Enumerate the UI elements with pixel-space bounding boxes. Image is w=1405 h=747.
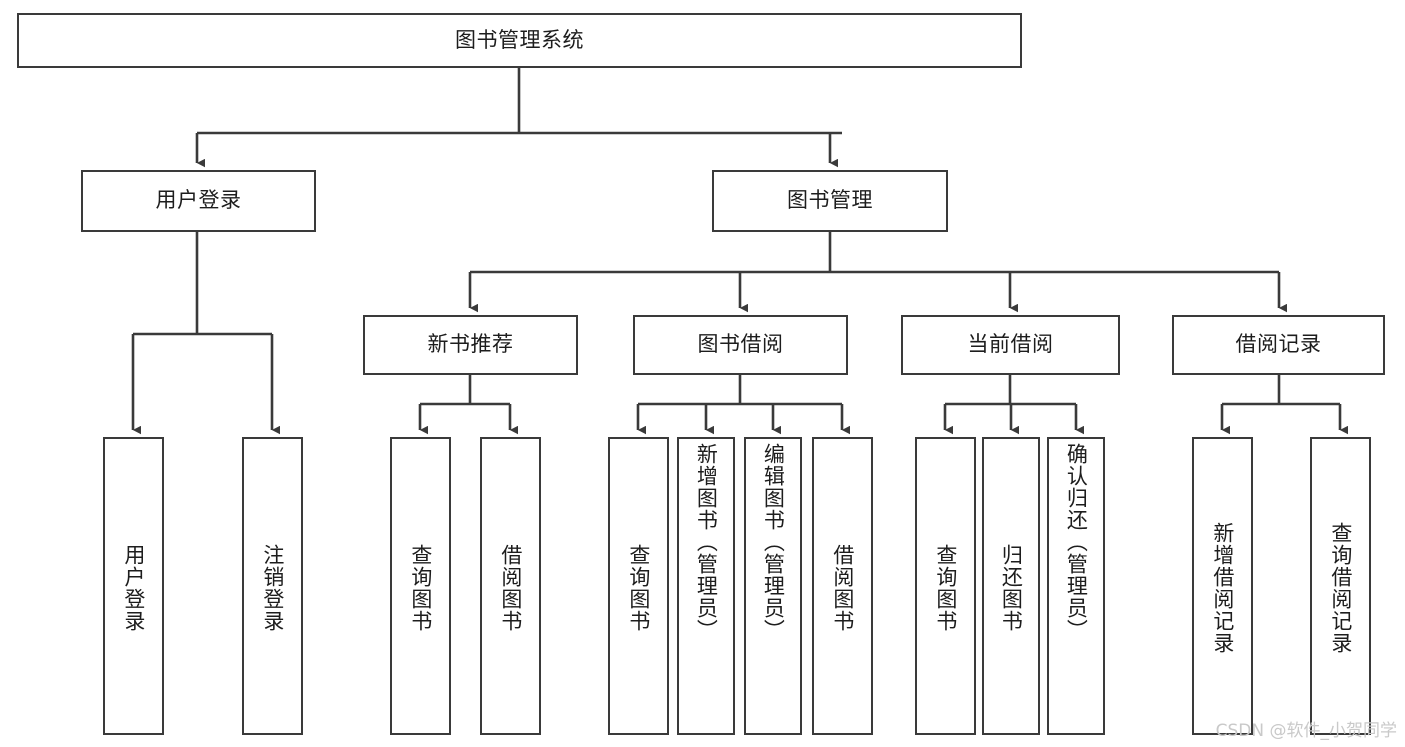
node-book-management[interactable]: 图书管理 [712, 170, 948, 232]
node-root-label: 图书管理系统 [455, 27, 584, 52]
node-root[interactable]: 图书管理系统 [17, 13, 1022, 68]
node-leaf-query-book-3-label: 查询图书 [933, 544, 958, 632]
node-leaf-add-book-label: 新增图书（管理员） [694, 443, 719, 641]
node-leaf-borrow-book-2[interactable]: 借阅图书 [812, 437, 873, 735]
node-user-login[interactable]: 用户登录 [81, 170, 316, 232]
node-current-borrow-label: 当前借阅 [967, 332, 1054, 357]
node-book-borrow-label: 图书借阅 [697, 332, 784, 357]
node-borrow-record[interactable]: 借阅记录 [1172, 315, 1385, 375]
node-leaf-add-book[interactable]: 新增图书（管理员） [677, 437, 735, 735]
node-leaf-query-book-3[interactable]: 查询图书 [915, 437, 976, 735]
node-leaf-return-book[interactable]: 归还图书 [982, 437, 1040, 735]
node-leaf-user-login-label: 用户登录 [121, 544, 146, 632]
node-current-borrow[interactable]: 当前借阅 [901, 315, 1120, 375]
node-leaf-logout[interactable]: 注销登录 [242, 437, 303, 735]
node-borrow-record-label: 借阅记录 [1235, 332, 1322, 357]
node-leaf-query-record-label: 查询借阅记录 [1328, 522, 1353, 654]
node-new-book-recommend[interactable]: 新书推荐 [363, 315, 578, 375]
node-leaf-user-login[interactable]: 用户登录 [103, 437, 164, 735]
node-book-management-label: 图书管理 [787, 188, 873, 213]
node-new-book-recommend-label: 新书推荐 [427, 332, 514, 357]
node-leaf-logout-label: 注销登录 [260, 544, 285, 632]
node-leaf-return-book-label: 归还图书 [999, 544, 1024, 632]
node-user-login-label: 用户登录 [155, 188, 242, 213]
node-leaf-borrow-book-1-label: 借阅图书 [498, 544, 523, 632]
node-leaf-query-book-2-label: 查询图书 [626, 544, 651, 632]
node-leaf-add-record[interactable]: 新增借阅记录 [1192, 437, 1253, 735]
node-leaf-borrow-book-2-label: 借阅图书 [830, 544, 855, 632]
node-leaf-borrow-book-1[interactable]: 借阅图书 [480, 437, 541, 735]
node-leaf-query-book-2[interactable]: 查询图书 [608, 437, 669, 735]
node-leaf-confirm-return-label: 确认归还（管理员） [1064, 443, 1089, 641]
node-leaf-query-record[interactable]: 查询借阅记录 [1310, 437, 1371, 735]
node-leaf-edit-book-label: 编辑图书（管理员） [761, 443, 786, 641]
node-leaf-query-book-1[interactable]: 查询图书 [390, 437, 451, 735]
node-leaf-add-record-label: 新增借阅记录 [1210, 522, 1235, 654]
node-leaf-confirm-return[interactable]: 确认归还（管理员） [1047, 437, 1105, 735]
node-leaf-query-book-1-label: 查询图书 [408, 544, 433, 632]
node-book-borrow[interactable]: 图书借阅 [633, 315, 848, 375]
node-leaf-edit-book[interactable]: 编辑图书（管理员） [744, 437, 802, 735]
